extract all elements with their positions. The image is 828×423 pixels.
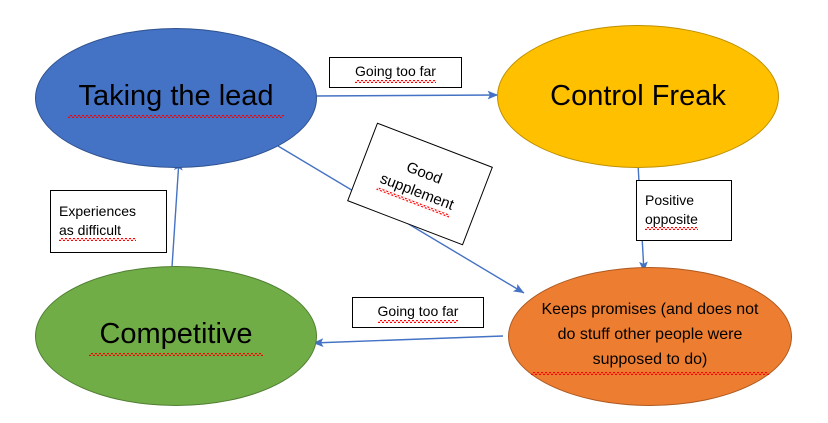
edge-label-experiences-as-difficult[interactable]: Experiences as difficult <box>50 190 167 253</box>
edge-label-going-too-far-top[interactable]: Going too far <box>329 57 462 88</box>
connector-lead-to-control-freak <box>313 90 499 100</box>
node-taking-the-lead[interactable]: Taking the lead <box>35 28 317 168</box>
edge-label-text: Good supplement <box>376 150 464 218</box>
node-label-competitive: Competitive <box>89 316 262 356</box>
edge-label-text: Going too far <box>355 62 436 82</box>
edge-label-positive-opposite[interactable]: Positive opposite <box>636 180 732 241</box>
edge-label-good-supplement[interactable]: Good supplement <box>347 122 493 246</box>
edge-label-text: Positive opposite <box>645 191 698 230</box>
node-competitive[interactable]: Competitive <box>35 266 317 406</box>
connector-keeps-promises-to-competitive <box>312 335 504 347</box>
node-control-freak[interactable]: Control Freak <box>497 25 779 168</box>
node-label-taking-the-lead: Taking the lead <box>68 78 283 118</box>
edge-label-text: Going too far <box>377 302 459 322</box>
edge-label-going-too-far-bottom[interactable]: Going too far <box>352 297 484 328</box>
node-keeps-promises[interactable]: Keeps promises (and does not do stuff ot… <box>508 267 792 406</box>
node-label-control-freak: Control Freak <box>550 79 726 112</box>
node-label-keeps-promises: Keeps promises (and does not do stuff ot… <box>531 298 768 374</box>
connector-competitive-to-lead <box>171 159 183 268</box>
edge-label-text: Experiences as difficult <box>59 202 137 241</box>
